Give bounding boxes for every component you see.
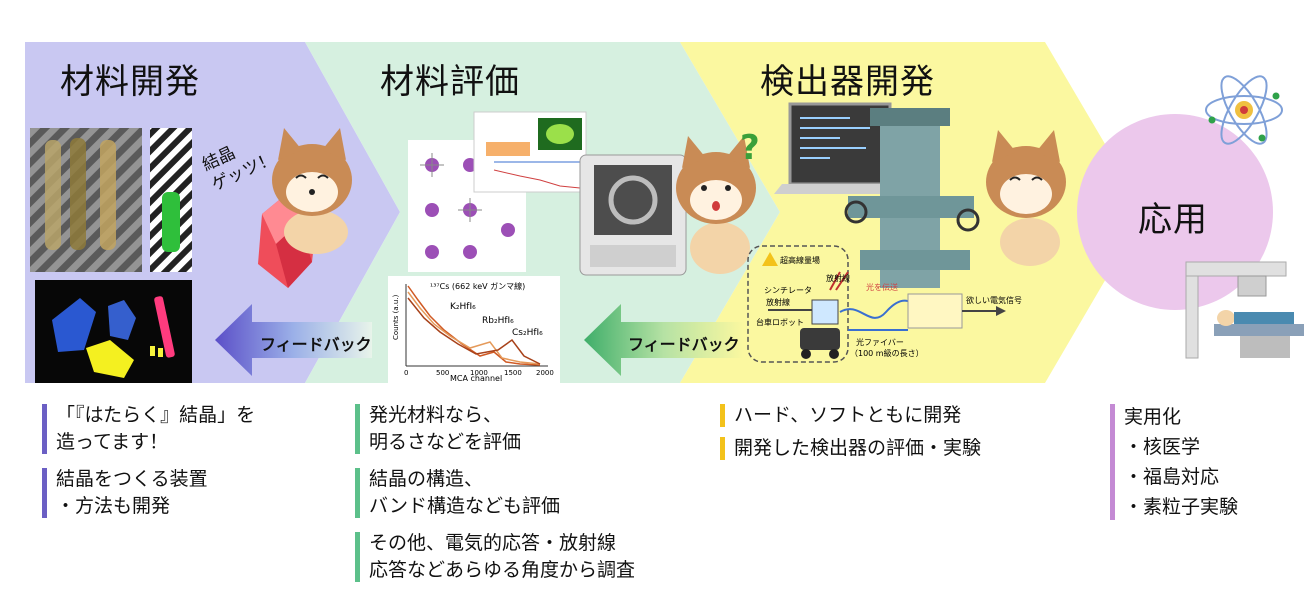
bullet-line: ハード、ソフトともに開発 — [734, 404, 962, 426]
bullet-line: バンド構造なども評価 — [369, 495, 560, 517]
spectrum-series-label-cs2hfi6: Cs₂HfI₆ — [512, 328, 543, 338]
question-mark-icon: ? — [740, 128, 760, 168]
crystal-photos — [30, 128, 192, 383]
cat-character-icon — [272, 128, 352, 254]
bullets-application: 実用化 ・核医学 ・福島対応 ・素粒子実験 — [1110, 402, 1238, 532]
schematic-light-transmit: 光を伝送 — [866, 282, 898, 292]
bullet-line: その他、電気的応答・放射線 — [369, 532, 617, 554]
bullet-line: ・核医学 — [1124, 436, 1201, 458]
bullet-line: 応答などあらゆる角度から調査 — [369, 559, 636, 581]
feedback-arrow-2 — [584, 304, 744, 376]
bullet-item: 実用化 ・核医学 ・福島対応 ・素粒子実験 — [1110, 402, 1238, 522]
bullet-line: ・方法も開発 — [56, 495, 171, 517]
stage-title-application: 応用 — [1138, 200, 1208, 240]
bullets-detector-dev: ハード、ソフトともに開発 開発した検出器の評価・実験 — [720, 402, 981, 472]
feedback-label-1: フィードバック — [260, 335, 372, 354]
atom-icon — [1205, 75, 1283, 145]
bullet-item: ハード、ソフトともに開発 — [720, 402, 981, 429]
bullet-line: 発光材料なら、 — [369, 404, 503, 426]
bullet-item: 「『はたらく』結晶」を 造ってます！ — [42, 402, 255, 456]
spectrum-series-label-k2hfi6: K₂HfI₆ — [450, 302, 476, 312]
bullet-item: 結晶をつくる装置 ・方法も開発 — [42, 466, 255, 520]
schematic-fiber-length: （100 m級の長さ） — [850, 348, 924, 358]
bullet-line: 実用化 — [1124, 406, 1182, 428]
bullet-line: 開発した検出器の評価・実験 — [734, 437, 982, 459]
stage-title-material-dev: 材料開発 — [60, 62, 200, 102]
detector-schematic — [747, 245, 1006, 363]
spectrum-ylabel: Counts (a.u.) — [392, 294, 400, 340]
bullets-material-dev: 「『はたらく』結晶」を 造ってます！ 結晶をつくる装置 ・方法も開発 — [42, 402, 255, 530]
spectrum-curve-cs2hfi6 — [407, 297, 541, 365]
spectrum-plot — [388, 276, 560, 384]
bullets-material-eval: 発光材料なら、 明るさなどを評価 結晶の構造、 バンド構造なども評価 その他、電… — [355, 402, 635, 594]
bullet-line: 「『はたらく』結晶」を — [56, 404, 256, 426]
feedback-arrow-1 — [215, 304, 372, 376]
bullet-line: 造ってます！ — [56, 431, 169, 453]
crystal-structure-figures — [408, 111, 587, 272]
schematic-area-label: 超高線量場 — [780, 255, 820, 265]
spectrum-xtick-1: 500 — [436, 369, 449, 377]
measurement-instrument-icon — [579, 154, 687, 276]
bullet-item: 発光材料なら、 明るさなどを評価 — [355, 402, 635, 456]
milling-machine-icon — [844, 108, 980, 288]
feedback-label-2: フィードバック — [628, 335, 740, 354]
schematic-radiation-label-2: 放射線 — [766, 297, 790, 307]
stage-title-material-eval: 材料評価 — [380, 62, 520, 102]
bullet-line: 明るさなどを評価 — [369, 431, 522, 453]
schematic-radiation-label: 放射線 — [826, 273, 850, 283]
schematic-signal-label: 欲しい電気信号 — [966, 295, 1022, 305]
bullet-item: その他、電気的応答・放射線 応答などあらゆる角度から調査 — [355, 530, 635, 584]
medical-scanner-icon — [1185, 261, 1304, 359]
bullet-line: ・素粒子実験 — [1124, 496, 1239, 518]
spectrum-title: ¹³⁷Cs (662 keV ガンマ線) — [430, 281, 525, 291]
bullet-item: 結晶の構造、 バンド構造なども評価 — [355, 466, 635, 520]
bullet-line: ・福島対応 — [1124, 466, 1220, 488]
spectrum-xtick-3: 1500 — [504, 369, 522, 377]
spectrum-curve-k2hfi6 — [407, 285, 541, 366]
schematic-scintillator-label: シンチレータ — [764, 286, 812, 295]
cat-character-icon-3 — [986, 130, 1066, 266]
bullet-line: 結晶をつくる装置 — [56, 468, 208, 490]
spectrum-xtick-4: 2000 — [536, 369, 554, 377]
schematic-robot-label: 台車ロボット — [756, 317, 804, 327]
spectrum-series-label-rb2hfi6: Rb₂HfI₆ — [482, 316, 514, 326]
spectrum-curve-rb2hfi6 — [407, 291, 541, 365]
cat-thinking-icon — [676, 136, 756, 274]
bullet-item: 開発した検出器の評価・実験 — [720, 435, 981, 462]
bullet-line: 結晶の構造、 — [369, 468, 484, 490]
stage-title-detector-dev: 検出器開発 — [760, 62, 935, 102]
spectrum-xtick-0: 0 — [404, 369, 408, 377]
stage-circle-application — [1077, 114, 1273, 310]
schematic-fiber-label: 光ファイバー — [856, 337, 904, 347]
spectrum-xlabel: MCA channel — [450, 374, 502, 383]
spectrum-xtick-2: 1000 — [470, 369, 488, 377]
